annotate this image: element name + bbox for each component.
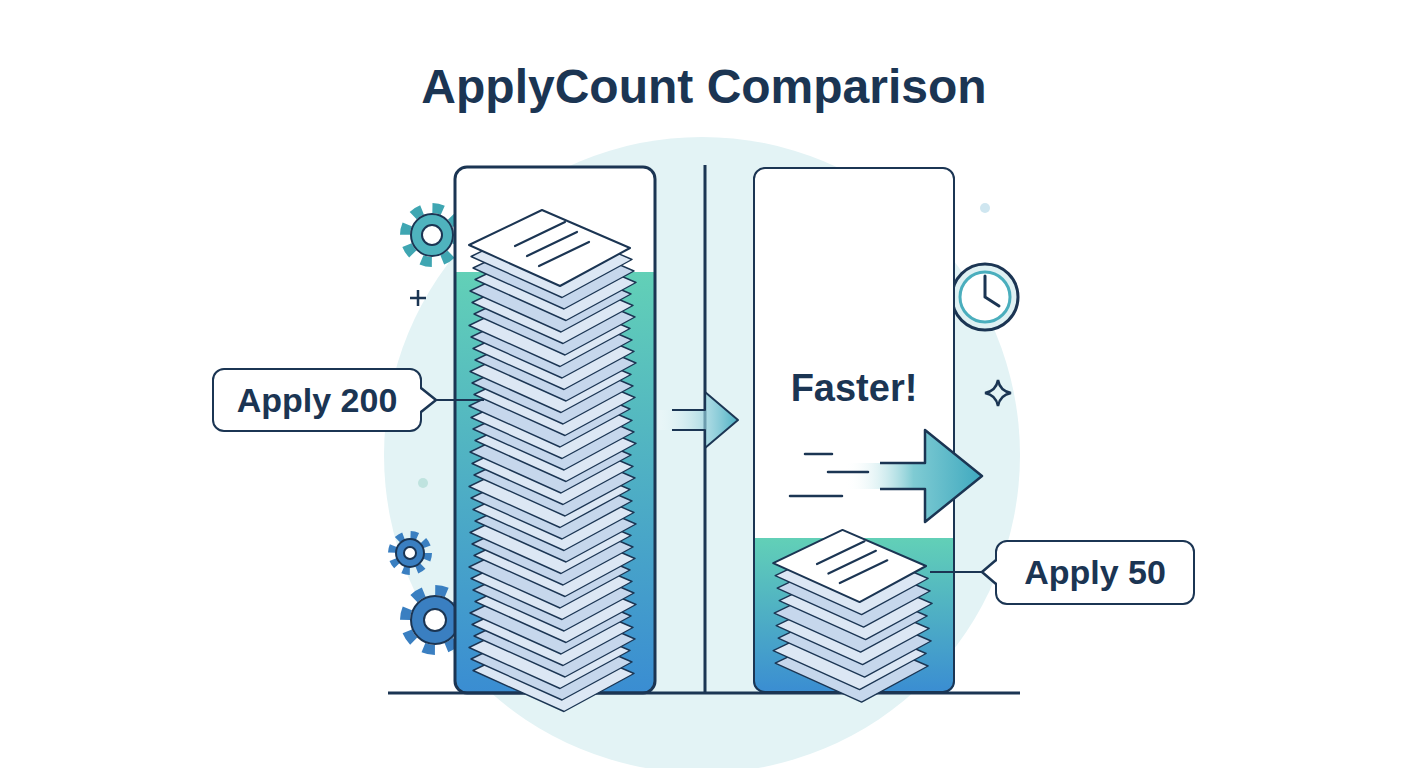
paper-text-line: [840, 560, 888, 583]
paper-sheet: [469, 210, 630, 286]
gear-hole: [424, 609, 446, 631]
diagram-title: ApplyCount Comparison: [0, 58, 1408, 116]
paper-sheet: [473, 314, 634, 390]
callout-pointer-outline: [421, 388, 436, 412]
speed-arrow-outline: [880, 430, 982, 522]
paper-sheet: [472, 429, 633, 505]
paper-sheet: [775, 542, 928, 614]
leader-line: [436, 399, 484, 401]
paper-sheet: [469, 613, 630, 689]
speed-lines: [790, 454, 868, 496]
panel-outline: [455, 167, 655, 693]
panel-fill: [455, 167, 655, 693]
paper-sheet: [473, 475, 634, 551]
paper-sheet: [469, 452, 630, 528]
paper-sheet: [475, 567, 636, 643]
clock-hands: [985, 276, 999, 306]
water-level: [455, 272, 655, 693]
gear-icon: [396, 539, 424, 567]
gear-icon: [411, 214, 453, 256]
paper-sheet: [471, 544, 632, 620]
water-level: [753, 538, 955, 693]
paper-sheet: [774, 580, 927, 652]
paper-sheet: [475, 245, 636, 321]
paper-sheet: [773, 530, 926, 602]
panel-fill: [753, 167, 955, 693]
paper-sheet: [773, 617, 926, 689]
paper-sheet: [777, 555, 930, 627]
paper-sheet: [475, 406, 636, 482]
paper-text-line: [527, 232, 577, 256]
short-paper-stack: [773, 530, 932, 702]
paper-sheet: [470, 498, 631, 574]
sparkle: [985, 380, 1011, 406]
paper-sheet: [778, 605, 931, 677]
gear-hole: [404, 547, 416, 559]
callout-pointer: [982, 560, 998, 584]
gear-teeth: [405, 590, 465, 650]
paper-sheet: [470, 256, 631, 332]
clock-face: [960, 272, 1010, 322]
paper-sheet: [475, 325, 636, 401]
gear-hole: [422, 225, 442, 245]
paper-sheet: [471, 383, 632, 459]
decor-dot: [980, 203, 990, 213]
paper-sheet: [775, 630, 928, 702]
paper-text-line: [828, 551, 876, 574]
node-text: Faster!: [755, 365, 953, 411]
paper-sheet: [473, 233, 634, 309]
gear-teeth: [392, 535, 428, 571]
paper-sheet: [473, 555, 634, 631]
paper-text-line: [539, 242, 589, 266]
paper-sheet: [470, 417, 631, 493]
paper-sheet: [472, 509, 633, 585]
paper-sheet: [473, 636, 634, 712]
paper-sheet: [469, 371, 630, 447]
paper-sheet: [474, 601, 635, 677]
callout-pointer-outline: [982, 560, 996, 584]
paper-sheet: [475, 486, 636, 562]
tall-paper-stack: [469, 210, 636, 712]
paper-sheet: [471, 222, 632, 298]
transition-arrow: [658, 392, 738, 448]
divider-line: [704, 165, 707, 693]
gear-icon: [411, 596, 459, 644]
plus-sign: [410, 290, 426, 306]
transition-arrow-outline: [672, 392, 738, 448]
paper-text-line: [515, 222, 565, 246]
callout-box: Apply 200: [212, 368, 422, 432]
paper-sheet: [474, 521, 635, 597]
callout-box: Apply 50: [995, 540, 1195, 605]
paper-sheet: [474, 440, 635, 516]
clock-icon: [952, 264, 1018, 330]
paper-sheet: [471, 463, 632, 539]
paper-sheet: [472, 268, 633, 344]
paper-sheet: [471, 624, 632, 700]
paper-sheet: [470, 337, 631, 413]
backdrop-circle: [384, 137, 1020, 768]
paper-sheet: [472, 348, 633, 424]
paper-sheet: [469, 291, 630, 367]
paper-sheet: [779, 567, 932, 639]
decor-dot: [418, 478, 428, 488]
paper-sheet: [472, 590, 633, 666]
speed-arrow: [845, 430, 982, 522]
paper-sheet: [470, 578, 631, 654]
callout-pointer: [419, 388, 436, 412]
node-text: Apply 50: [1024, 552, 1166, 593]
paper-sheet: [474, 279, 635, 355]
result-panel: Faster!: [753, 167, 955, 693]
gear-teeth: [405, 208, 459, 262]
paper-sheet: [471, 302, 632, 378]
paper-sheet: [474, 360, 635, 436]
node-text: Apply 200: [237, 380, 398, 421]
paper-sheet: [776, 592, 929, 664]
paper-sheet: [473, 394, 634, 470]
paper-text-line: [817, 541, 865, 564]
leader-line: [930, 571, 982, 573]
paper-sheet: [469, 532, 630, 608]
